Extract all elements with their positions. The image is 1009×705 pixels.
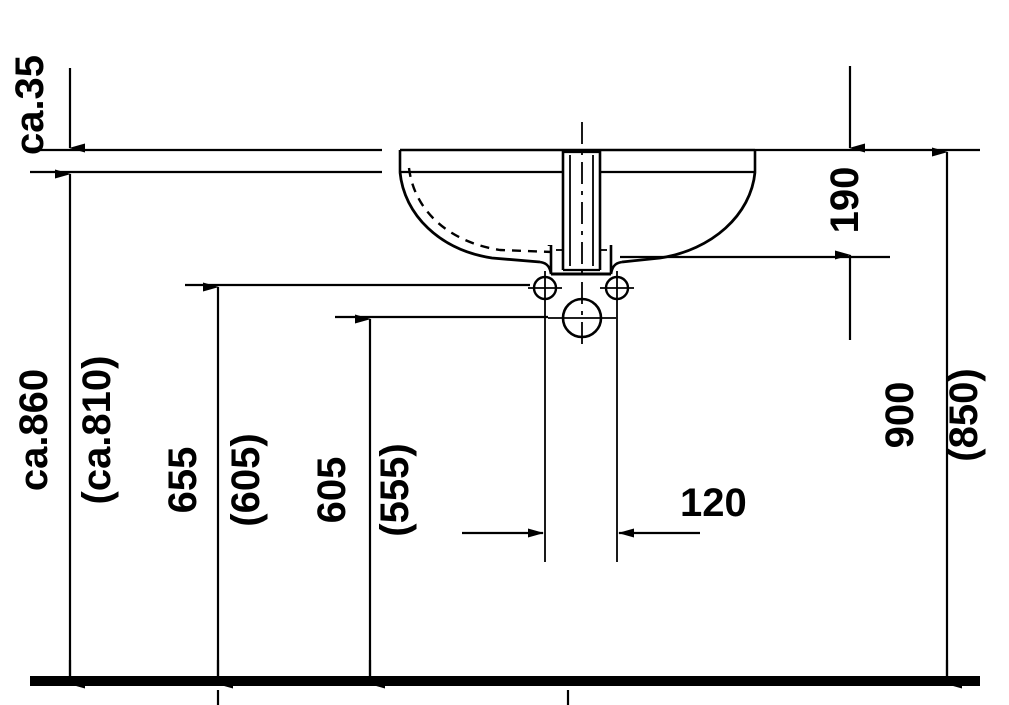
dim-190 <box>620 66 890 340</box>
dim-label-605: 605 <box>310 457 354 524</box>
floor-line <box>30 676 980 705</box>
dim-label-ca810: (ca.810) <box>75 356 119 505</box>
dim-605 <box>335 314 548 689</box>
washbasin-cross-section <box>398 148 757 276</box>
dim-label-120: 120 <box>680 481 747 525</box>
sump-right-shoulder <box>609 245 623 275</box>
bowl-outer-left <box>398 171 541 264</box>
dim-label-900: 900 <box>878 382 922 449</box>
dim-label-850: (850) <box>942 368 986 461</box>
dim-label-555: (555) <box>373 443 417 536</box>
supply-extension-lines <box>544 305 618 562</box>
bowl-outer-right <box>621 171 757 264</box>
bowl-inner-dashed <box>407 167 553 254</box>
sump-left-shoulder <box>539 245 553 275</box>
dim-label-ca860: ca.860 <box>12 369 56 491</box>
dim-label-605-alt: (605) <box>224 433 268 526</box>
drain-outlet <box>548 297 616 339</box>
tap-hole-left <box>528 271 562 305</box>
dim-label-ca35: ca.35 <box>8 55 52 155</box>
dim-label-190: 190 <box>823 167 867 234</box>
floor-line-bar <box>30 676 980 686</box>
dim-label-655: 655 <box>161 447 205 514</box>
tap-hole-right <box>600 271 634 305</box>
